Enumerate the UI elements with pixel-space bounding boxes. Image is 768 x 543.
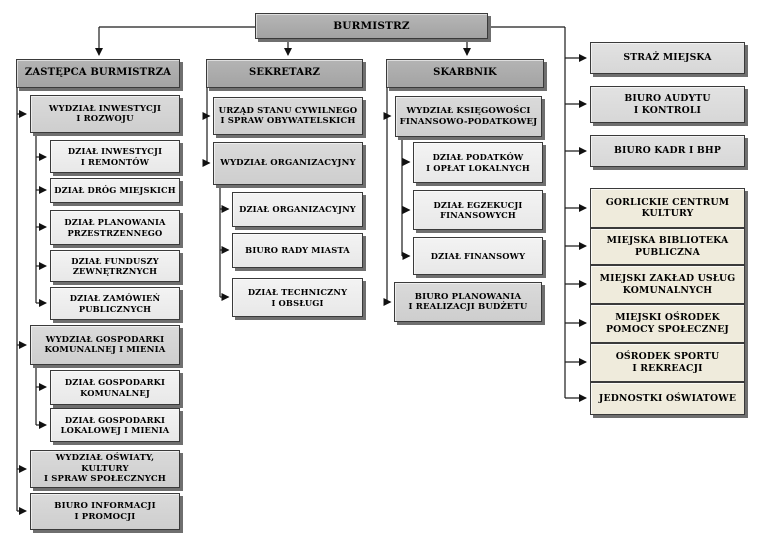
box-osrodek-sportu: OŚRODEK SPORTU I REKREACJI (590, 343, 745, 382)
box-wydzial-gospodarki: WYDZIAŁ GOSPODARKI KOMUNALNEJ I MIENIA (30, 325, 180, 365)
box-dzial-inwestycji-remontow: DZIAŁ INWESTYCJI I REMONTÓW (50, 140, 180, 173)
box-biuro-planowania: BIURO PLANOWANIA I REALIZACJI BUDŻETU (394, 282, 542, 322)
box-dzial-gospodarki-komunalnej: DZIAŁ GOSPODARKI KOMUNALNEJ (50, 370, 180, 405)
box-dzial-egzekucji: DZIAŁ EGZEKUCJI FINANSOWYCH (413, 190, 543, 230)
box-burmistrz: BURMISTRZ (255, 13, 488, 39)
box-dzial-podatkow: DZIAŁ PODATKÓW I OPŁAT LOKALNYCH (413, 142, 543, 183)
box-dzial-funduszy-zewnetrznych: DZIAŁ FUNDUSZY ZEWNĘTRZNYCH (50, 250, 180, 282)
box-dzial-finansowy: DZIAŁ FINANSOWY (413, 237, 543, 275)
box-dzial-planowania-przestrzennego: DZIAŁ PLANOWANIA PRZESTRZENNEGO (50, 210, 180, 245)
box-biuro-rady-miasta: BIURO RADY MIASTA (232, 233, 363, 268)
box-dzial-techniczny: DZIAŁ TECHNICZNY I OBSŁUGI (232, 278, 363, 317)
box-skarbnik: SKARBNIK (386, 59, 544, 88)
box-straz-miejska: STRAŻ MIEJSKA (590, 42, 745, 74)
box-wydzial-organizacyjny: WYDZIAŁ ORGANIZACYJNY (213, 142, 363, 185)
box-wydzial-oswiaty: WYDZIAŁ OŚWIATY, KULTURY I SPRAW SPOŁECZ… (30, 450, 180, 488)
box-biuro-audytu: BIURO AUDYTU I KONTROLI (590, 86, 745, 123)
box-dzial-zamowien-publicznych: DZIAŁ ZAMÓWIEŃ PUBLICZNYCH (50, 287, 180, 320)
box-sekretarz: SEKRETARZ (206, 59, 363, 88)
box-miejski-osrodek-pomocy: MIEJSKI OŚRODEK POMOCY SPOŁECZNEJ (590, 304, 745, 343)
box-dzial-gospodarki-lokalowej: DZIAŁ GOSPODARKI LOKALOWEJ I MIENIA (50, 408, 180, 442)
box-zastepca-burmistrza: ZASTĘPCA BURMISTRZA (16, 59, 180, 88)
box-miejska-biblioteka: MIEJSKA BIBLIOTEKA PUBLICZNA (590, 228, 745, 265)
box-gorlickie-centrum-kultury: GORLICKIE CENTRUM KULTURY (590, 188, 745, 228)
box-jednostki-oswiatowe: JEDNOSTKI OŚWIATOWE (590, 382, 745, 415)
box-dzial-organizacyjny: DZIAŁ ORGANIZACYJNY (232, 192, 363, 227)
box-urzad-stanu-cywilnego: URZĄD STANU CYWILNEGO I SPRAW OBYWATELSK… (213, 97, 363, 135)
box-miejski-zaklad-uslug: MIEJSKI ZAKŁAD USŁUG KOMUNALNYCH (590, 265, 745, 304)
box-wydzial-inwestycji: WYDZIAŁ INWESTYCJI I ROZWOJU (30, 95, 180, 133)
box-dzial-drog-miejskich: DZIAŁ DRÓG MIEJSKICH (50, 178, 180, 203)
box-biuro-kadr: BIURO KADR I BHP (590, 135, 745, 167)
box-biuro-informacji: BIURO INFORMACJI I PROMOCJI (30, 493, 180, 530)
box-wydzial-ksiegowosci: WYDZIAŁ KSIĘGOWOŚCI FINANSOWO-PODATKOWEJ (395, 96, 542, 137)
